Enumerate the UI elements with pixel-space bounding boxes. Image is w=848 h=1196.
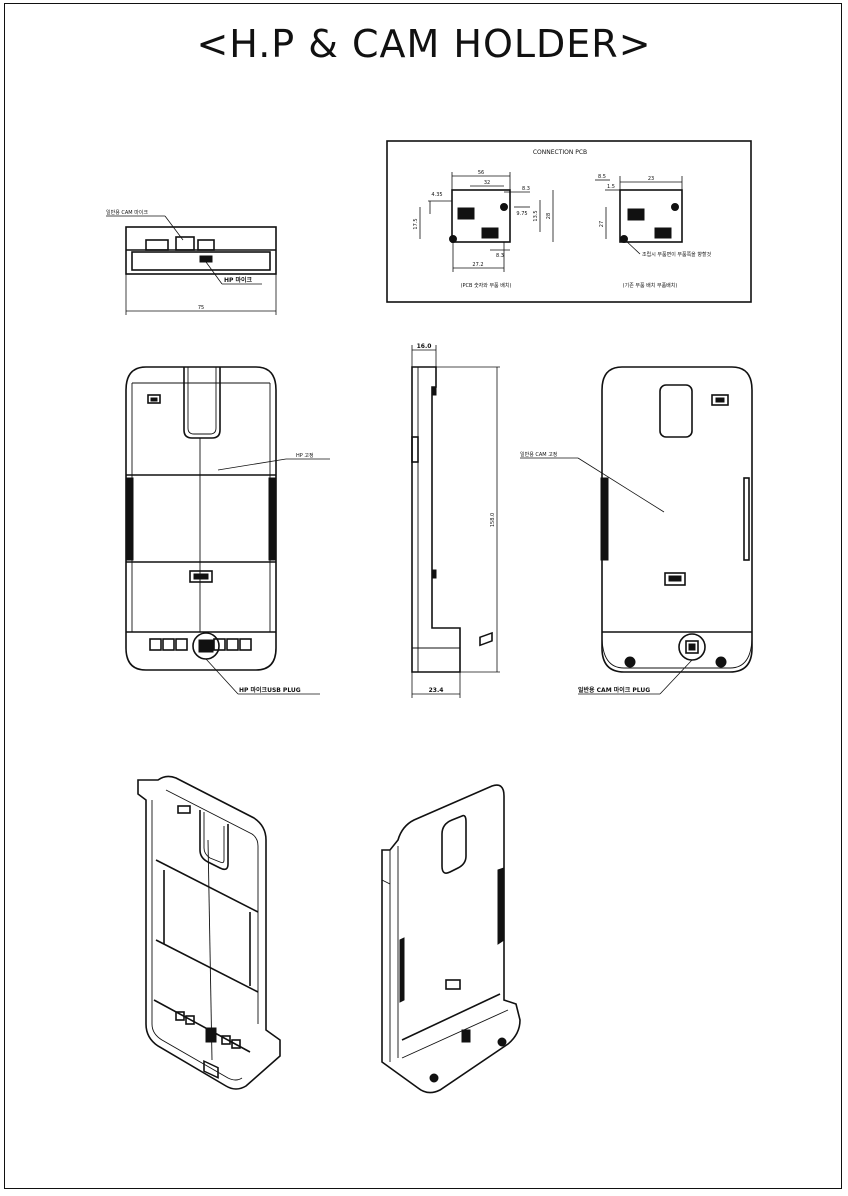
front-view-hp-label: HP 고정 — [296, 452, 314, 459]
back-view-plug-label: 일반용 CAM 마이크 PLUG — [578, 686, 650, 694]
iso-view-back — [381, 631, 521, 1094]
side-view: 158.0 16.0 23.4 — [411, 343, 500, 698]
top-view-cam-label: 일반용 CAM 마이크 — [106, 209, 148, 216]
dim-left-bot-off: 8.3 — [496, 253, 504, 259]
dim-left-bot-w: 27.2 — [472, 262, 483, 268]
dim-right-w1: 8.5 — [598, 174, 606, 180]
dim-right-h: 27 — [599, 221, 605, 227]
side-view-top-dim: 16.0 — [417, 343, 432, 350]
dim-left-h4: 28 — [546, 213, 552, 219]
back-view: 일반용 CAM 고정 일반용 CAM 마이크 PLUG — [520, 366, 753, 695]
iso-view-front — [137, 775, 281, 1090]
dim-left-h2: 9.75 — [516, 211, 527, 217]
front-view: HP 고정 HP 마이크USB PLUG — [125, 366, 330, 695]
side-view-bottom-dim: 23.4 — [429, 687, 444, 694]
back-view-cam-label: 일반용 CAM 고정 — [520, 451, 557, 458]
dim-right-w3: 23 — [648, 176, 654, 182]
dim-left-top-w: 56 — [478, 170, 484, 176]
dim-left-h1: 17.5 — [413, 218, 419, 229]
page-title: <H.P & CAM HOLDER> — [196, 22, 652, 66]
top-view-hp-label: HP 마이크 — [224, 276, 253, 284]
connection-pcb-heading: CONNECTION PCB — [533, 149, 587, 156]
dim-left-right-off: 8.3 — [522, 186, 530, 192]
dim-left-h3: 13.5 — [533, 210, 539, 221]
dim-left-top-w2: 32 — [484, 180, 490, 186]
pcb-right-diagram: 8.5 1.5 23 27 조립시 부품면이 부품쪽을 향할것 (기존 부품 배… — [595, 174, 712, 289]
top-view-width-dim: 75 — [198, 305, 204, 311]
dim-right-w2: 1.5 — [607, 184, 615, 190]
top-view: 75 일반용 CAM 마이크 HP 마이크 — [106, 209, 277, 315]
pcb-right-caption: (기존 부품 배치 부품배치) — [623, 282, 678, 289]
pcb-left-diagram: 56 32 8.3 4.35 17.5 9.75 13.5 28 8.3 27.… — [413, 170, 554, 289]
front-view-plug-label: HP 마이크USB PLUG — [239, 686, 301, 694]
connection-pcb-frame — [386, 140, 752, 303]
pcb-left-caption: (PCB 숫자와 부품 배치) — [461, 282, 512, 289]
pcb-right-note: 조립시 부품면이 부품쪽을 향할것 — [642, 251, 712, 258]
side-view-height-dim: 158.0 — [490, 513, 496, 527]
connection-pcb-panel: CONNECTION PCB 56 32 8.3 4.35 17.5 9.75 — [386, 140, 752, 303]
drawing-sheet-border — [4, 3, 842, 1189]
dim-left-left-off: 4.35 — [431, 192, 442, 198]
